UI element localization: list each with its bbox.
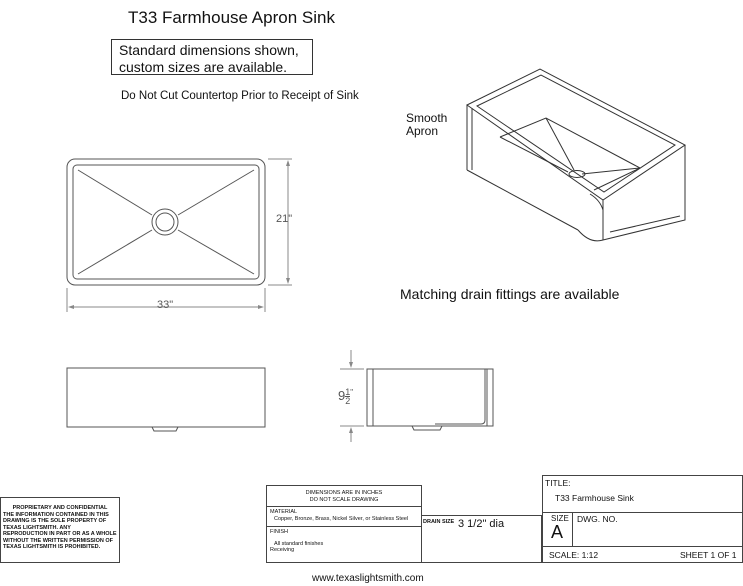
finish-label: FINISH: [270, 529, 289, 535]
side-view: [340, 350, 494, 442]
fittings-note: Matching drain fittings are available: [400, 286, 620, 302]
proprietary-line-2: THE INFORMATION CONTAINED IN THIS: [3, 511, 109, 518]
spec-block: DIMENSIONS ARE IN INCHES DO NOT SCALE DR…: [266, 485, 422, 563]
dims-line-1: DIMENSIONS ARE IN INCHES: [305, 490, 383, 496]
height-numerator: 1: [345, 387, 351, 398]
proprietary-line-3: DRAWING IS THE SOLE PROPERTY OF: [3, 518, 107, 524]
side-view-body: [366, 368, 494, 427]
iso-rim-inner: [476, 74, 676, 193]
isometric-view: [466, 68, 686, 242]
depth-dimension-label: 21": [276, 213, 293, 225]
proprietary-notice: PROPRIETARY AND CONFIDENTIAL THE INFORMA…: [0, 497, 120, 563]
finish-value-1: All standard finishes: [274, 540, 324, 547]
note-line-1: Standard dimensions shown,: [119, 42, 299, 58]
size-label: SIZE: [551, 514, 569, 523]
material-row: MATERIAL Copper, Bronze, Brass, Nickel S…: [267, 507, 421, 527]
height-whole: 9: [338, 388, 346, 403]
finish-row: FINISH All standard finishes Receiving: [267, 527, 421, 556]
apron-label: Smooth Apron: [406, 112, 447, 138]
scale-label: SCALE: 1:12: [549, 550, 599, 560]
drain-outer-circle: [151, 208, 179, 236]
iso-apron-bottom: [466, 169, 579, 231]
drain-size-value: 3 1/2" dia: [458, 518, 505, 530]
front-view-body: [66, 367, 266, 428]
finish-value-2: Receiving: [270, 547, 295, 553]
apron-label-line-2: Apron: [406, 124, 439, 138]
proprietary-line-6: WITHOUT THE WRITTEN PERMISSION OF: [3, 537, 113, 544]
footer-url[interactable]: www.texaslightsmith.com: [312, 573, 424, 584]
width-dimension-label: 33": [157, 299, 174, 311]
dims-line-2: DO NOT SCALE DRAWING: [309, 496, 379, 503]
height-unit: ": [350, 388, 354, 397]
slope-line-br: [177, 229, 255, 275]
custom-size-note: Standard dimensions shown, custom sizes …: [111, 39, 313, 75]
top-view: [66, 158, 292, 312]
sheet-label: SHEET 1 OF 1: [680, 550, 737, 560]
drain-size-label: DRAIN SIZE: [423, 519, 455, 525]
side-view-drain: [411, 425, 443, 431]
proprietary-line-7: TEXAS LIGHTSMITH IS PROHIBITED.: [3, 544, 101, 550]
proprietary-line-1: PROPRIETARY AND CONFIDENTIAL: [12, 505, 108, 511]
iso-basin-floor: [499, 117, 642, 191]
drawing-title: T33 Farmhouse Apron Sink: [128, 8, 335, 27]
drain-size-block: DRAIN SIZE 3 1/2" dia: [421, 515, 542, 563]
apron-label-line-1: Smooth: [406, 111, 448, 125]
slope-line-tr: [177, 169, 255, 216]
title-label: TITLE:: [545, 478, 571, 488]
top-view-outer-rim: [66, 158, 266, 286]
front-view: [66, 367, 266, 432]
iso-right-side: [602, 145, 686, 241]
top-view-inner-rim: [72, 164, 260, 280]
iso-drain: [568, 170, 586, 178]
title-value: T33 Farmhouse Sink: [555, 493, 634, 503]
proprietary-line-4: TEXAS LIGHTSMITH. ANY: [3, 524, 71, 531]
height-denominator: 2: [345, 396, 351, 407]
drain-inner-circle: [155, 212, 175, 232]
material-label: MATERIAL: [270, 509, 298, 515]
material-value: Copper, Bronze, Brass, Nickel Silver, or…: [274, 515, 409, 522]
slope-line-bl: [77, 229, 153, 275]
slope-line-tl: [77, 169, 153, 216]
dwg-no-label: DWG. NO.: [577, 514, 618, 524]
front-view-drain: [151, 426, 179, 432]
countertop-warning: Do Not Cut Countertop Prior to Receipt o…: [121, 90, 359, 102]
title-block: TITLE: T33 Farmhouse Sink SIZE A DWG. NO…: [542, 475, 743, 563]
proprietary-line-5: REPRODUCTION IN PART OR AS A WHOLE: [3, 531, 117, 537]
note-line-2: custom sizes are available.: [119, 59, 288, 75]
size-value: A: [551, 522, 564, 542]
dims-note: DIMENSIONS ARE IN INCHES DO NOT SCALE DR…: [267, 486, 421, 507]
